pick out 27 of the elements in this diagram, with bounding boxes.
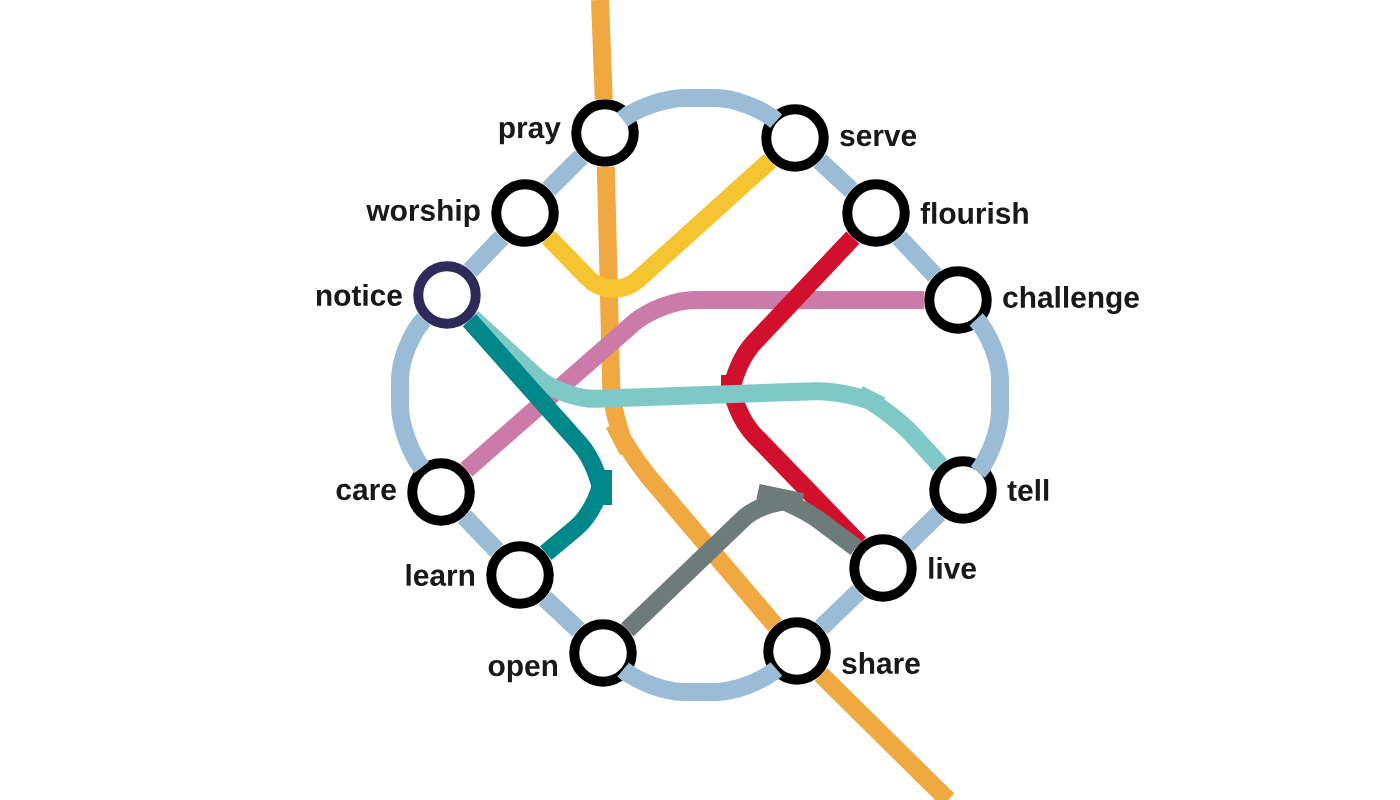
metro-line bbox=[900, 507, 946, 551]
station-label: flourish bbox=[920, 202, 1028, 224]
metro-line bbox=[460, 291, 925, 477]
metro-line bbox=[462, 314, 612, 561]
metro-line bbox=[621, 483, 862, 637]
metro-line bbox=[542, 150, 588, 196]
metro-line bbox=[463, 231, 509, 277]
station-label: live bbox=[929, 557, 976, 579]
station-label: pray bbox=[499, 121, 561, 145]
station-label: share bbox=[842, 652, 920, 674]
metro-line bbox=[457, 510, 504, 557]
metro-line bbox=[892, 231, 942, 282]
metro-line bbox=[538, 591, 585, 637]
station-label: notice bbox=[316, 284, 402, 306]
station-label: care bbox=[336, 483, 396, 501]
station-label: open bbox=[488, 659, 558, 683]
station-label: worship bbox=[366, 199, 480, 227]
metro-line bbox=[814, 668, 955, 800]
station-label: serve bbox=[840, 129, 917, 147]
station-label: learn bbox=[406, 564, 475, 586]
metro-line bbox=[813, 154, 858, 197]
metro-line bbox=[542, 153, 776, 298]
metro-line bbox=[596, 166, 782, 632]
metro-line bbox=[591, 0, 613, 100]
station-label: tell bbox=[1007, 479, 1049, 501]
station-label: challenge bbox=[1003, 286, 1139, 314]
metro-line bbox=[815, 584, 865, 635]
